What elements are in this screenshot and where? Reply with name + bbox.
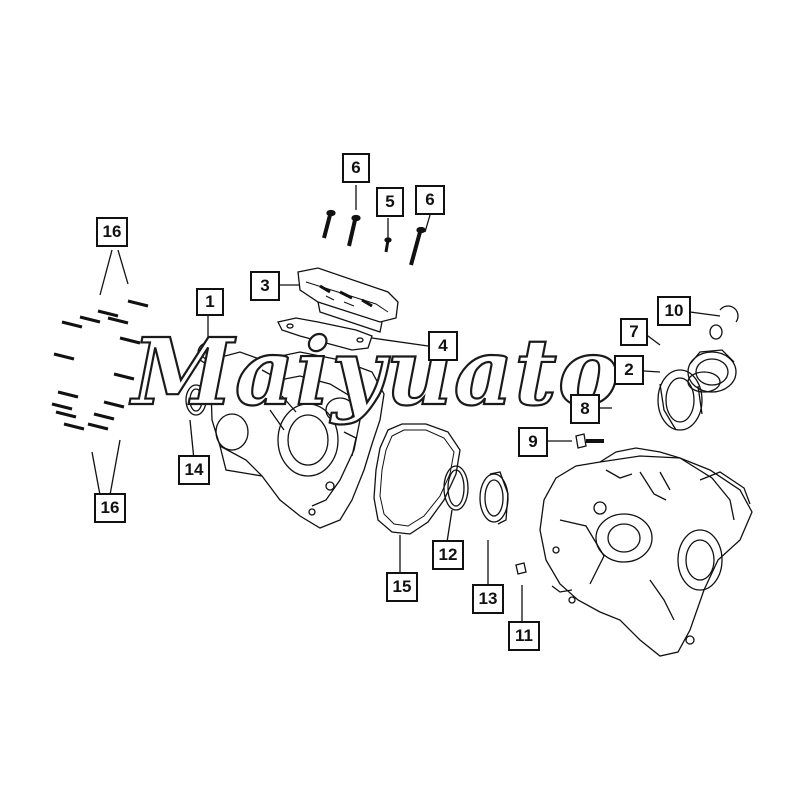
callout-8: 8 xyxy=(570,394,600,424)
housing-right xyxy=(539,447,753,657)
callout-9: 9 xyxy=(518,427,548,457)
gasket-15 xyxy=(373,423,461,535)
callout-12: 12 xyxy=(432,540,464,570)
control-module-3 xyxy=(297,267,399,333)
callout-15: 15 xyxy=(386,572,418,602)
bolt-6a-icon xyxy=(322,209,336,239)
bolt-6b-icon xyxy=(347,214,361,247)
callout-6-right: 6 xyxy=(415,185,445,215)
callout-7: 7 xyxy=(620,318,648,346)
snap-ring-10 xyxy=(709,305,739,340)
callout-6-left: 6 xyxy=(342,153,370,183)
callout-11: 11 xyxy=(508,621,540,651)
callout-5: 5 xyxy=(376,187,404,217)
bearing-13 xyxy=(479,471,509,525)
housing-left xyxy=(209,351,385,529)
gasket-4 xyxy=(277,317,373,351)
callout-14: 14 xyxy=(178,455,210,485)
bearing-8 xyxy=(657,369,703,431)
callout-16-top: 16 xyxy=(96,217,128,247)
callout-1: 1 xyxy=(196,288,224,316)
bolt-6c-icon xyxy=(409,226,426,266)
plug-1 xyxy=(197,342,217,364)
bolt-9 xyxy=(575,433,604,449)
seal-ring-12 xyxy=(443,465,469,511)
bolt-group-16 xyxy=(51,299,149,431)
race-7 xyxy=(687,371,721,393)
callout-13: 13 xyxy=(472,584,504,614)
seal-2 xyxy=(687,349,737,393)
callout-4: 4 xyxy=(428,331,458,361)
callout-2: 2 xyxy=(614,355,644,385)
seal-14 xyxy=(185,384,207,416)
callout-16-bottom: 16 xyxy=(94,493,126,523)
leader-lines xyxy=(91,185,721,622)
dowel-11 xyxy=(515,562,527,575)
callout-3: 3 xyxy=(250,271,280,301)
screw-5-icon xyxy=(384,237,392,253)
callout-10: 10 xyxy=(657,296,691,326)
